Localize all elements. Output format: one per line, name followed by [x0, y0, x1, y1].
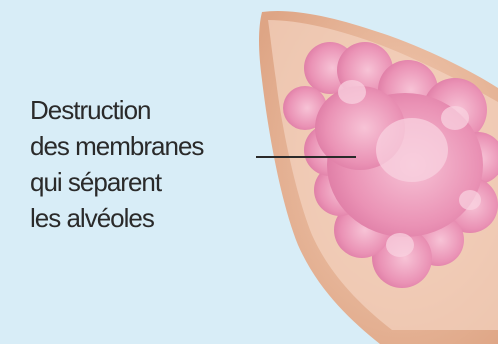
annotation-label: Destruction des membranes qui séparent l… — [30, 92, 203, 236]
annotation-line-1: Destruction — [30, 92, 203, 128]
annotation-line-4: les alvéoles — [30, 200, 203, 236]
annotation-line-3: qui séparent — [30, 164, 203, 200]
annotation-line-2: des membranes — [30, 128, 203, 164]
